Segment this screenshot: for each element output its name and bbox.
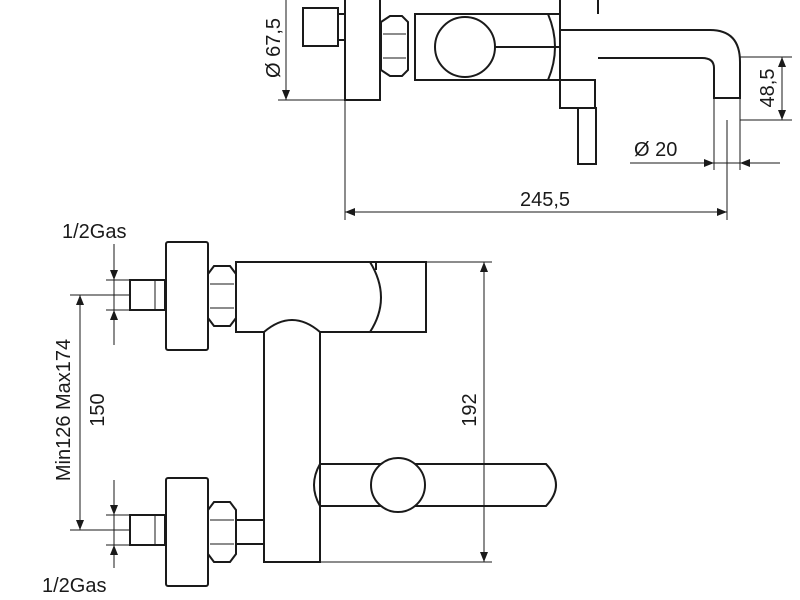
top-view: Ø 67,5 48,5 Ø 20 245,5 xyxy=(263,0,792,220)
inlet-pipe-top xyxy=(129,279,166,311)
flange-bottom xyxy=(165,477,209,587)
dim-diameter-67-5: Ø 67,5 xyxy=(263,18,285,78)
dim-height-48-5: 48,5 xyxy=(757,69,779,108)
mixer-column xyxy=(263,319,321,563)
flange-top xyxy=(165,241,209,351)
dim-min-max: Min126 Max174 xyxy=(53,339,75,481)
dim-diameter-20: Ø 20 xyxy=(634,139,677,161)
top-diverter xyxy=(559,79,596,109)
top-hex-nut xyxy=(380,15,409,77)
mixer-body-top xyxy=(235,261,427,333)
dim-width-245-5: 245,5 xyxy=(520,189,570,211)
top-handle-knob xyxy=(434,16,496,78)
top-fitting-left xyxy=(302,7,339,47)
body-curve-top xyxy=(369,261,382,333)
top-diverter-stem xyxy=(577,107,597,165)
top-spout-pipe xyxy=(560,29,741,99)
inlet-pipe-bottom xyxy=(129,514,166,546)
dim-height-192: 192 xyxy=(459,393,481,426)
front-view: 1/2Gas 1/2Gas Min126 Max174 150 192 xyxy=(42,221,557,597)
top-wall-flange xyxy=(344,0,381,101)
thread-label-top: 1/2Gas xyxy=(62,221,126,243)
hex-nut-top xyxy=(207,265,237,327)
hex-nut-bottom xyxy=(207,501,237,563)
dim-centers-150: 150 xyxy=(87,393,109,426)
thread-label-bottom: 1/2Gas xyxy=(42,575,106,597)
lower-lever xyxy=(319,463,557,507)
lever-knob xyxy=(370,457,426,513)
